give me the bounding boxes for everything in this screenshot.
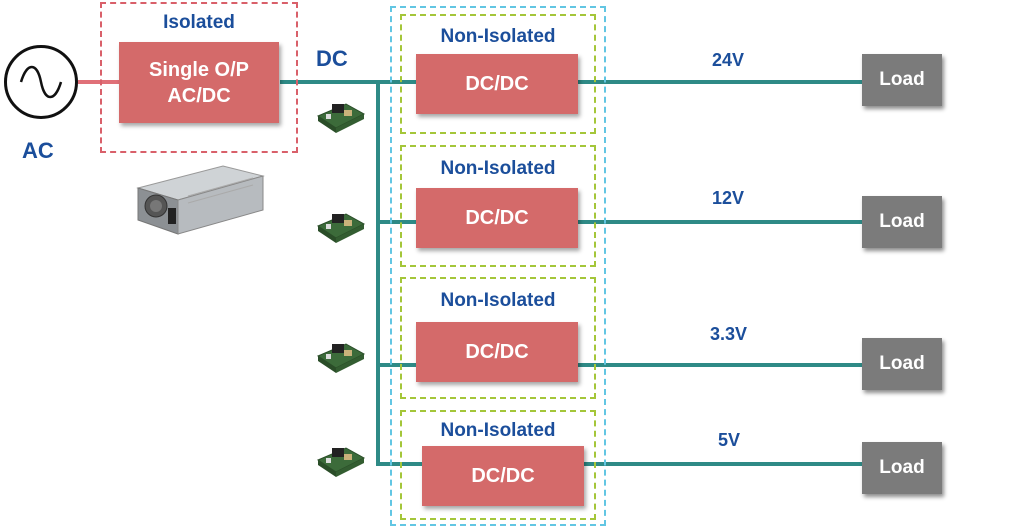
load-24v: Load	[862, 54, 942, 106]
dc-dc-converter-12v: DC/DC	[416, 188, 578, 248]
dc-bus-wire	[280, 80, 416, 84]
non-isolated-label-24v: Non-Isolated	[440, 26, 556, 47]
dc-dc-stage-border	[390, 6, 606, 526]
load-5v: Load	[862, 442, 942, 494]
ac-input-wire	[78, 80, 120, 84]
voltage-label-5v: 5V	[718, 430, 741, 450]
ac-sine-icon	[19, 65, 63, 99]
voltage-label-12v: 12V	[712, 188, 745, 208]
output-wire-3v3	[578, 363, 862, 367]
dc-bus-vertical	[376, 80, 380, 466]
non-isolated-group-border-24v	[400, 14, 596, 134]
ac-source-symbol	[4, 45, 78, 119]
ac-dc-line2: AC/DC	[167, 84, 231, 107]
pcb-module-image	[316, 447, 366, 477]
non-isolated-label-12v: Non-Isolated	[440, 158, 556, 179]
isolated-group-label: Isolated	[163, 12, 235, 33]
dc-bus-label: DC	[316, 46, 348, 71]
pcb-module-image	[316, 103, 366, 133]
non-isolated-group-border-3v3	[400, 277, 596, 399]
dc-dc-converter-3v3: DC/DC	[416, 322, 578, 382]
non-isolated-label-3v3: Non-Isolated	[440, 290, 556, 311]
pcb-module-image	[316, 213, 366, 243]
dc-dc-converter-5v: DC/DC	[422, 446, 584, 506]
bus-branch-3v3	[376, 363, 418, 367]
bus-branch-12v	[376, 220, 418, 224]
load-12v: Load	[862, 196, 942, 248]
pcb-module-image	[316, 343, 366, 373]
ac-label: AC	[22, 138, 54, 163]
voltage-label-3v3: 3.3V	[710, 324, 748, 344]
output-wire-12v	[578, 220, 862, 224]
psu-image	[136, 165, 265, 235]
isolated-group-border	[100, 2, 298, 153]
output-wire-5v	[583, 462, 862, 466]
ac-dc-converter-box: Single O/P AC/DC	[119, 42, 279, 123]
non-isolated-group-border-12v	[400, 145, 596, 267]
voltage-label-24v: 24V	[712, 50, 745, 70]
dc-dc-converter-24v: DC/DC	[416, 54, 578, 114]
bus-branch-5v	[376, 462, 422, 466]
output-wire-24v	[578, 80, 862, 84]
load-3v3: Load	[862, 338, 942, 390]
non-isolated-label-5v: Non-Isolated	[440, 420, 556, 441]
non-isolated-group-border-5v	[400, 410, 596, 520]
ac-dc-line1: Single O/P	[148, 58, 250, 81]
